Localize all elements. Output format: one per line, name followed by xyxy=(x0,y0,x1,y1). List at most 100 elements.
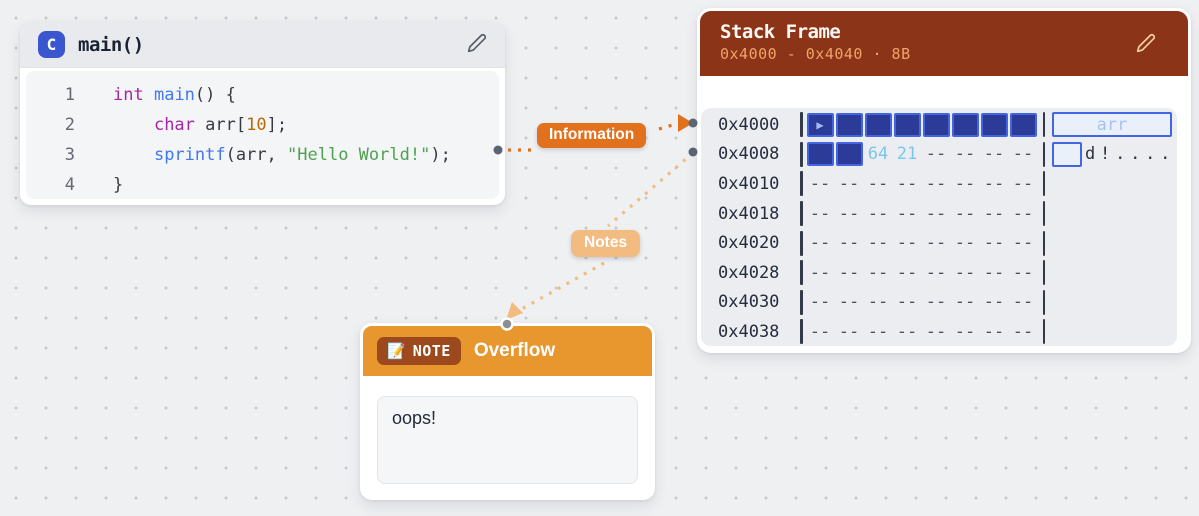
code-token: char xyxy=(153,115,195,135)
note-panel-header[interactable]: 📝 NOTE Overflow xyxy=(363,326,652,376)
memory-cell-variable[interactable] xyxy=(1009,112,1037,137)
memory-cell[interactable]: -- xyxy=(896,262,918,283)
memory-cell[interactable]: -- xyxy=(925,321,947,342)
memory-cell[interactable]: -- xyxy=(1012,262,1034,283)
code-panel-header[interactable]: C main() xyxy=(20,22,505,68)
edit-stack-button[interactable] xyxy=(1134,31,1158,58)
memory-cell[interactable]: -- xyxy=(983,262,1005,283)
memory-cell[interactable]: -- xyxy=(954,321,976,342)
memory-cells: -- -- -- -- -- -- -- -- xyxy=(807,261,1039,285)
memory-cell[interactable]: -- xyxy=(925,203,947,224)
memory-cell[interactable]: -- xyxy=(896,292,918,313)
memory-cell-variable[interactable] xyxy=(864,112,892,137)
edit-code-button[interactable] xyxy=(465,31,489,58)
information-edge-label[interactable]: Information xyxy=(537,123,647,148)
anchor-dot-code-line3[interactable] xyxy=(493,145,503,155)
memory-cell[interactable]: -- xyxy=(838,173,860,194)
memory-cell[interactable]: -- xyxy=(954,144,976,165)
memory-cell[interactable]: -- xyxy=(954,292,976,313)
stack-panel-header[interactable]: Stack Frame 0x4000 - 0x4040 · 8B xyxy=(700,11,1188,76)
memory-cell[interactable]: -- xyxy=(1012,203,1034,224)
memory-cell[interactable]: -- xyxy=(867,292,889,313)
memory-cell-variable[interactable] xyxy=(893,112,921,137)
variable-extent-box[interactable]: arr xyxy=(1052,112,1172,138)
memory-cells: -- -- -- -- -- -- -- -- xyxy=(807,290,1039,314)
memory-cell[interactable]: -- xyxy=(983,233,1005,254)
memory-cell[interactable]: -- xyxy=(867,262,889,283)
stack-frame-panel: Stack Frame 0x4000 - 0x4040 · 8B 0x4000▶… xyxy=(697,8,1191,353)
memory-cell[interactable]: -- xyxy=(809,203,831,224)
memory-cell[interactable]: -- xyxy=(954,262,976,283)
memory-cell[interactable]: -- xyxy=(1012,233,1034,254)
memory-cell[interactable]: -- xyxy=(954,173,976,194)
code-line: 4} xyxy=(26,170,499,199)
memory-row: 0x4038---------------- xyxy=(718,317,1177,346)
memory-cell[interactable]: -- xyxy=(983,292,1005,313)
memory-cell[interactable]: -- xyxy=(983,321,1005,342)
memory-cell[interactable]: -- xyxy=(983,203,1005,224)
note-content[interactable]: oops! xyxy=(377,396,638,484)
memory-cell[interactable]: -- xyxy=(925,173,947,194)
memory-cell[interactable]: -- xyxy=(1012,292,1034,313)
memory-cell[interactable]: -- xyxy=(983,144,1005,165)
memory-cell[interactable]: -- xyxy=(809,292,831,313)
memory-cell-variable[interactable]: ▶ xyxy=(806,112,834,137)
memory-cell[interactable]: -- xyxy=(925,292,947,313)
memory-cell[interactable]: -- xyxy=(838,233,860,254)
memory-cell[interactable]: -- xyxy=(809,233,831,254)
memory-cell[interactable]: -- xyxy=(954,203,976,224)
memory-cell[interactable]: -- xyxy=(896,203,918,224)
memory-cell-variable[interactable] xyxy=(806,142,834,167)
memory-cell[interactable]: -- xyxy=(925,233,947,254)
anchor-dot-note-panel[interactable] xyxy=(500,317,514,331)
memory-cell[interactable]: -- xyxy=(896,233,918,254)
memory-cell[interactable]: -- xyxy=(925,262,947,283)
memory-cell[interactable]: -- xyxy=(1012,173,1034,194)
memory-cell[interactable]: -- xyxy=(838,262,860,283)
memory-cell[interactable]: -- xyxy=(838,292,860,313)
memory-cell[interactable]: -- xyxy=(1012,321,1034,342)
memory-cell[interactable]: -- xyxy=(867,173,889,194)
memory-row: 0x4028---------------- xyxy=(718,258,1177,288)
memory-cell[interactable]: -- xyxy=(983,173,1005,194)
memory-cell[interactable]: -- xyxy=(809,173,831,194)
memory-cell[interactable]: -- xyxy=(925,144,947,165)
memory-address: 0x4018 xyxy=(718,203,780,224)
divider xyxy=(1042,289,1045,315)
pencil-icon xyxy=(1136,33,1156,56)
note-type-badge: 📝 NOTE xyxy=(377,337,461,365)
memory-cell[interactable]: -- xyxy=(809,262,831,283)
anchor-dot-row-0x4008[interactable] xyxy=(688,147,698,157)
memory-cell[interactable]: -- xyxy=(954,233,976,254)
memory-cell[interactable]: -- xyxy=(809,321,831,342)
memory-cell[interactable]: 21 xyxy=(896,144,918,165)
memory-cell-variable[interactable] xyxy=(922,112,950,137)
divider xyxy=(1042,141,1045,167)
memory-cell[interactable]: -- xyxy=(867,233,889,254)
memory-cell[interactable]: 64 xyxy=(867,144,889,165)
memory-cells: -- -- -- -- -- -- -- -- xyxy=(807,320,1039,344)
memory-cell[interactable]: -- xyxy=(896,321,918,342)
variable-extent-box[interactable] xyxy=(1052,141,1082,167)
memory-cell[interactable]: -- xyxy=(1012,144,1034,165)
code-token: sprintf xyxy=(153,145,226,165)
memory-cell[interactable]: -- xyxy=(838,203,860,224)
divider xyxy=(1042,112,1045,138)
memory-cell-variable[interactable] xyxy=(835,112,863,137)
memory-cell[interactable]: -- xyxy=(867,321,889,342)
anchor-dot-row-0x4000[interactable] xyxy=(688,118,698,128)
memory-cell-variable[interactable] xyxy=(951,112,979,137)
memory-cell-variable[interactable] xyxy=(835,142,863,167)
memory-cell[interactable]: -- xyxy=(838,321,860,342)
memory-cell-variable[interactable] xyxy=(980,112,1008,137)
memory-cell[interactable]: -- xyxy=(896,173,918,194)
memory-cell[interactable]: -- xyxy=(867,203,889,224)
notes-edge-label[interactable]: Notes xyxy=(571,230,641,257)
divider xyxy=(800,201,803,227)
